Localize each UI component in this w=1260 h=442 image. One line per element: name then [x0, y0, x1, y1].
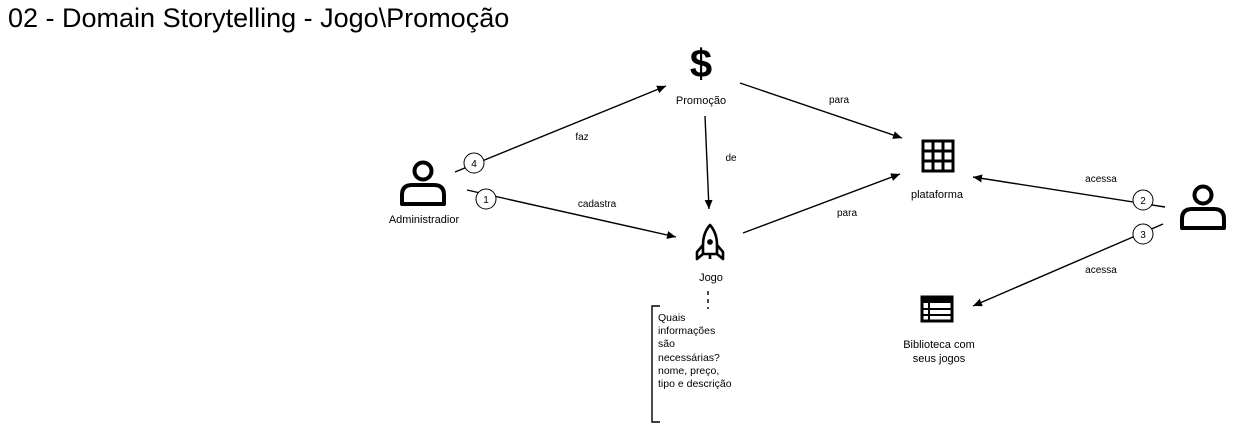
- edge-number-4: 4: [463, 152, 485, 174]
- edge-label-promocao-para: para: [829, 95, 849, 106]
- svg-text:3: 3: [1140, 230, 1146, 241]
- rocket-icon: [695, 223, 725, 261]
- edge-label-cadastra: cadastra: [578, 199, 617, 210]
- edge-label-faz: faz: [575, 132, 588, 143]
- person-icon: [400, 160, 446, 206]
- page-title: 02 - Domain Storytelling - Jogo\Promoção: [8, 3, 510, 33]
- person-icon: [1180, 184, 1226, 230]
- edge-number-2: 2: [1132, 189, 1154, 211]
- node-label-plataforma: plataforma: [911, 189, 964, 201]
- edge-number-1: 1: [475, 188, 497, 210]
- note-line: tipo e descrição: [658, 378, 732, 391]
- grid-icon: [921, 139, 955, 173]
- note-text: Quais informações são necessárias? nome,…: [658, 312, 750, 391]
- node-label-biblioteca-line-1: Biblioteca com: [903, 339, 975, 351]
- edge-label-acessa-biblioteca: acessa: [1085, 265, 1117, 276]
- note-line: nome, preço,: [658, 364, 720, 377]
- list-icon: [920, 295, 954, 323]
- node-user[interactable]: [1180, 184, 1226, 230]
- node-promocao[interactable]: $ Promoção: [676, 42, 726, 107]
- note-line: informações: [658, 325, 716, 338]
- note-line: Quais: [658, 312, 686, 324]
- edge-jogo-para: [742, 173, 901, 234]
- svg-text:4: 4: [471, 159, 477, 170]
- node-jogo[interactable]: Jogo: [695, 223, 725, 284]
- node-administrador[interactable]: Administradior: [389, 160, 460, 227]
- edge-number-3: 3: [1132, 223, 1154, 245]
- svg-text:1: 1: [483, 195, 489, 206]
- edge-label-jogo-para: para: [837, 208, 857, 219]
- node-plataforma[interactable]: plataforma: [911, 139, 964, 201]
- edge-faz: [454, 85, 667, 173]
- edge-promocao-para: [739, 82, 903, 139]
- node-biblioteca[interactable]: Biblioteca com seus jogos: [903, 295, 975, 365]
- edge-cadastra: [466, 189, 677, 239]
- node-label-biblioteca-line-2: seus jogos: [913, 353, 966, 365]
- note-bracket: [651, 305, 660, 423]
- dollar-icon: $: [690, 42, 712, 86]
- svg-text:2: 2: [1140, 196, 1146, 207]
- node-label-promocao: Promoção: [676, 95, 726, 107]
- note-line: são: [658, 338, 675, 351]
- note-line: necessárias?: [658, 351, 720, 364]
- edge-label-de: de: [725, 153, 737, 164]
- node-label-jogo: Jogo: [699, 272, 723, 284]
- edge-acessa-biblioteca: [972, 223, 1164, 307]
- edge-de: [704, 115, 713, 210]
- edge-label-acessa-plataforma: acessa: [1085, 174, 1117, 185]
- node-label-administrador: Administradior: [389, 214, 460, 226]
